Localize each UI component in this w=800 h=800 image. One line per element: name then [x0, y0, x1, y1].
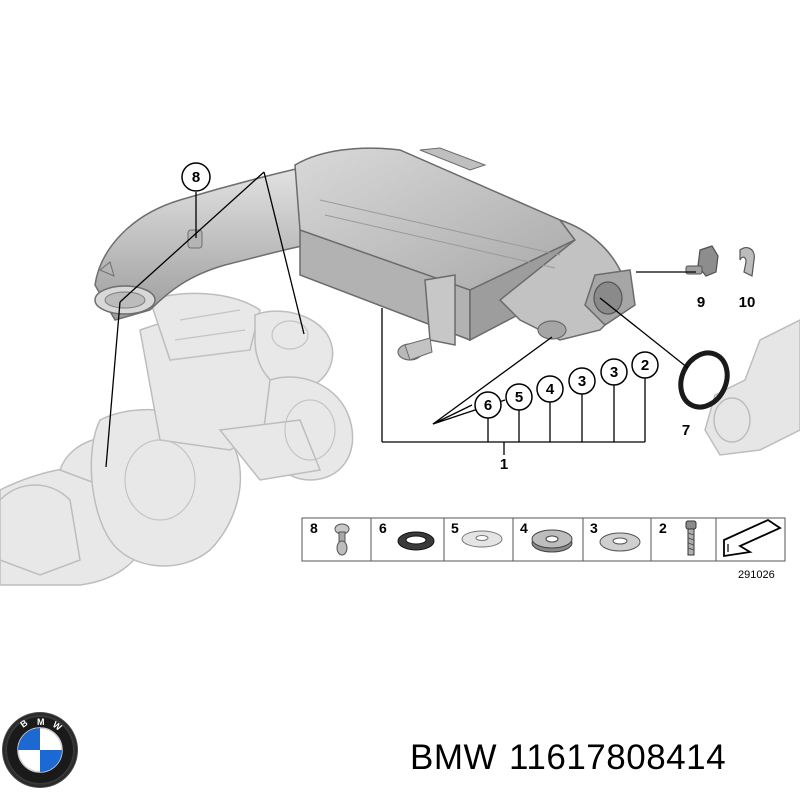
strip-label-5: 5: [451, 520, 459, 536]
clip-part: [739, 247, 755, 277]
callout-6: 6: [474, 391, 502, 419]
thick-washer-icon: [531, 529, 573, 553]
callout-4-label: 4: [546, 381, 555, 398]
dished-washer-icon: [461, 530, 503, 548]
throttle-body-ghost: [704, 319, 800, 456]
svg-text:B: B: [18, 717, 29, 729]
callout-3b: 3: [600, 358, 628, 386]
callout-3a-label: 3: [578, 373, 586, 390]
callout-5-label: 5: [515, 389, 523, 406]
strip-label-8: 8: [310, 520, 318, 536]
sealing-ring: [678, 350, 730, 410]
footer-brand-line: BMW 11617808414: [410, 738, 726, 778]
reference-number: 291026: [738, 569, 775, 581]
strip-label-6: 6: [379, 520, 387, 536]
flat-washer-icon: [599, 532, 641, 552]
callout-7-label: 7: [682, 422, 690, 439]
push-pin-icon: [334, 523, 350, 556]
callout-4: 4: [536, 375, 564, 403]
callout-2-label: 2: [641, 357, 649, 374]
intake-pipe: [94, 167, 336, 321]
part-number: 11617808414: [509, 738, 727, 777]
strip-label-4: 4: [520, 520, 528, 536]
callout-6-label: 6: [484, 397, 492, 414]
callout-3b-label: 3: [610, 364, 618, 381]
brand-name: BMW: [410, 738, 498, 777]
callout-10-label: 10: [739, 294, 756, 311]
parts-strip: 8 6 5 4 3 2: [301, 517, 786, 562]
strip-label-3: 3: [590, 520, 598, 536]
callout-2: 2: [631, 351, 659, 379]
callout-8-label: 8: [192, 169, 200, 186]
callout-9-label: 9: [697, 294, 705, 311]
bolt-icon: [685, 520, 697, 556]
callout-5: 5: [505, 383, 533, 411]
bmw-logo-icon: B M W: [2, 712, 78, 788]
strip-label-2: 2: [659, 520, 667, 536]
turbo-ghost-details: [124, 309, 336, 521]
svg-text:M: M: [37, 717, 45, 727]
turbocharger-ghost: [0, 292, 354, 586]
seal-ring-icon: [397, 531, 435, 551]
callout-3a: 3: [568, 367, 596, 395]
arrow-symbol-icon: [723, 518, 782, 558]
callout-1-label: 1: [500, 456, 508, 473]
intercooler: [294, 147, 636, 361]
callout-8: 8: [181, 162, 211, 192]
